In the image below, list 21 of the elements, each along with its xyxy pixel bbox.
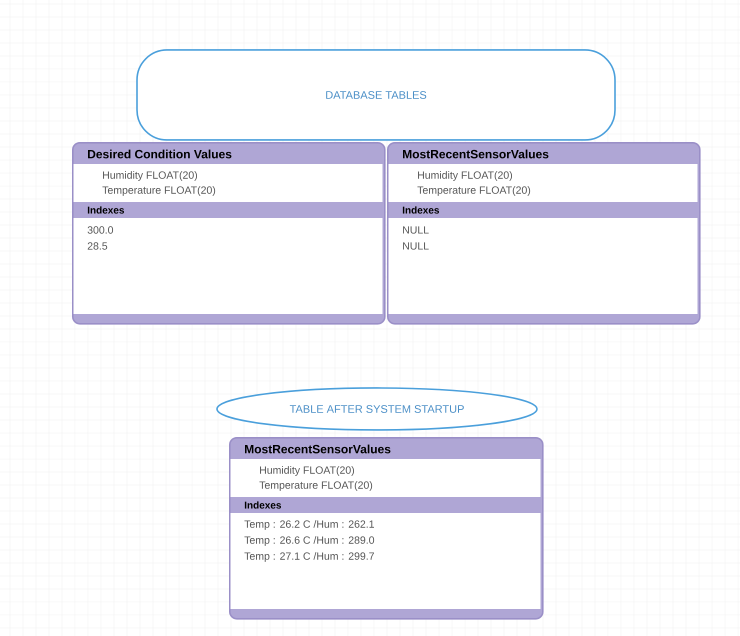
value-row: NULL	[403, 226, 429, 234]
field-row: Temperature FLOAT(20)	[102, 186, 216, 196]
field-row: Humidity FLOAT(20)	[418, 171, 512, 181]
table-title: MostRecentSensorValues	[403, 150, 548, 158]
value-row: 28.5	[88, 242, 108, 250]
ellipse-label: TABLE AFTER SYSTEM STARTUP	[216, 387, 538, 431]
value-row: Temp : 26.2 C /Hum : 262.1	[244, 520, 374, 530]
value-row: NULL	[403, 242, 429, 250]
value-row: Temp : 27.1 C /Hum : 299.7	[244, 552, 374, 562]
field-row: Humidity FLOAT(20)	[103, 171, 198, 181]
section-header: Indexes	[244, 501, 282, 509]
table-title: MostRecentSensorValues	[245, 444, 390, 454]
field-row: Temperature FLOAT(20)	[259, 481, 372, 491]
field-row: Temperature FLOAT(20)	[417, 186, 530, 196]
value-row: Temp : 26.6 C /Hum : 289.0	[244, 536, 374, 546]
field-row: Humidity FLOAT(20)	[260, 466, 354, 476]
table-title: Desired Condition Values	[88, 150, 232, 158]
section-header: Indexes	[88, 206, 124, 214]
rounded-box: DATABASE TABLES	[136, 49, 616, 141]
section-header: Indexes	[402, 206, 440, 214]
value-row: 300.0	[88, 226, 114, 234]
